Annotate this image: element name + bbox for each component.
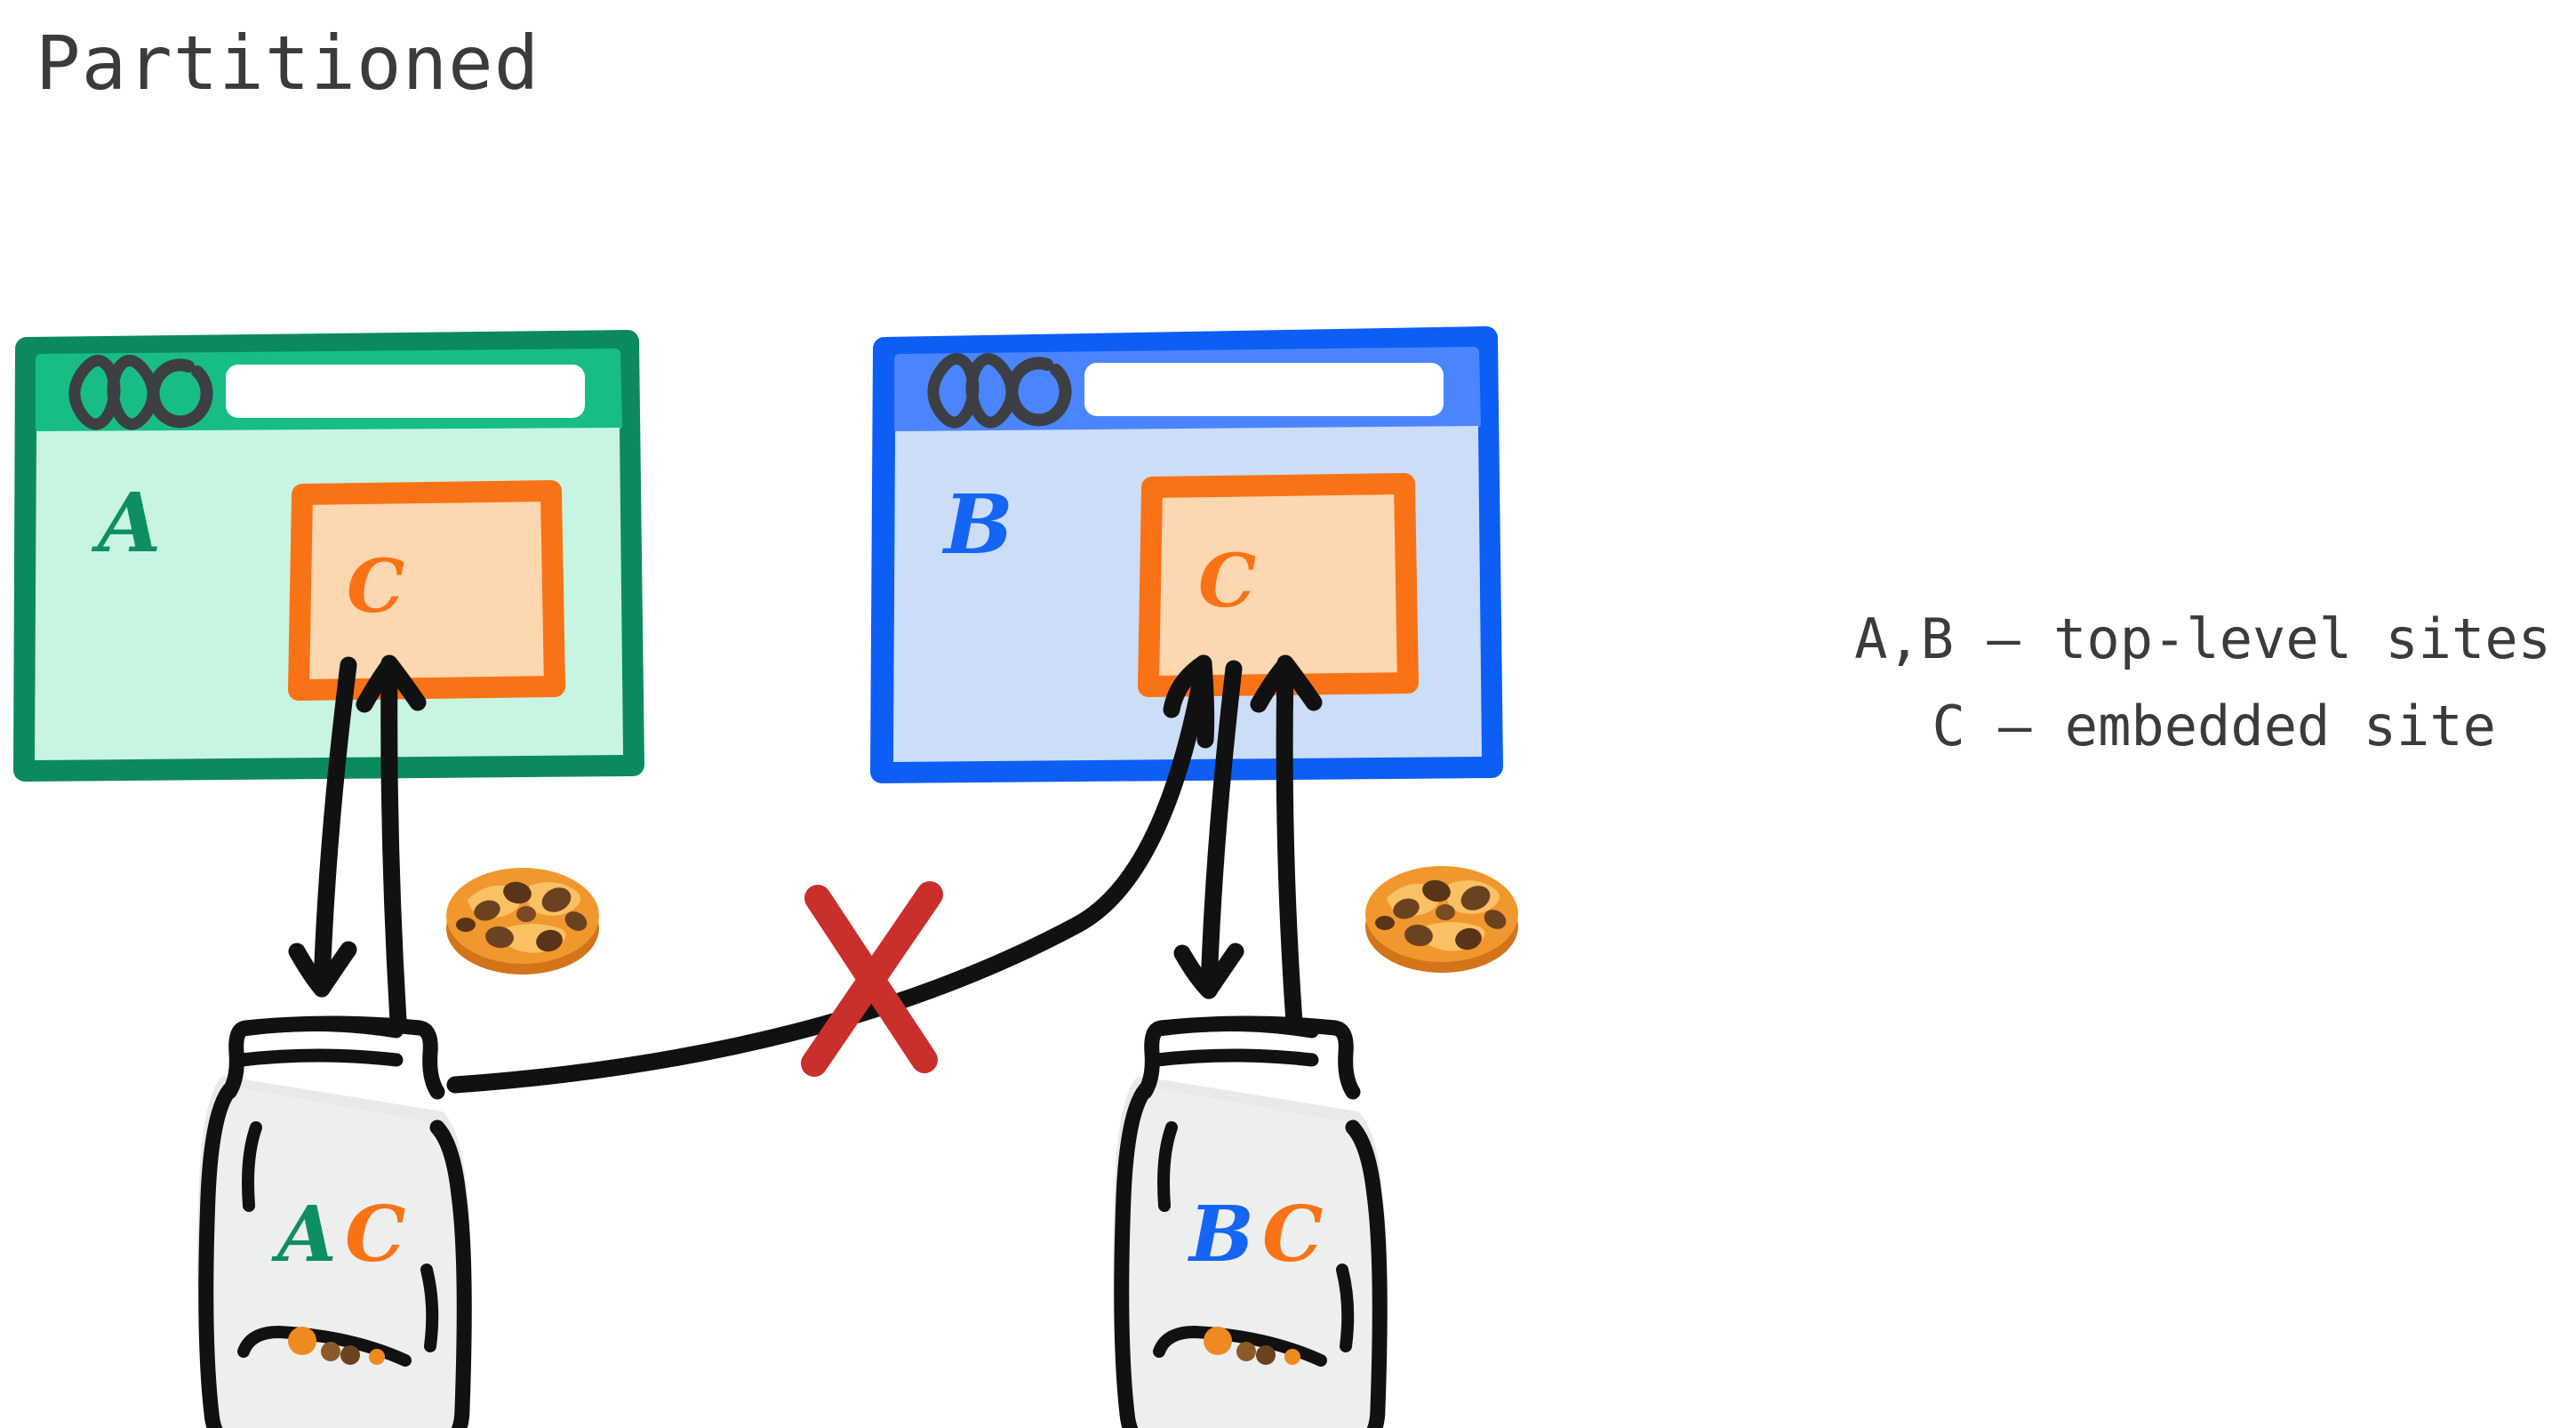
window-b-iframe-label: C: [1198, 539, 1256, 624]
window-a-url-bar[interactable]: [226, 365, 585, 418]
back-icon[interactable]: [927, 353, 980, 429]
jar-b-crumbs: [1204, 1327, 1300, 1365]
legend-line-top-level: A,B — top-level sites: [1854, 606, 2551, 671]
cookie-icon: [446, 868, 599, 975]
window-a-iframe-frame: [288, 480, 565, 701]
arrow-cross-site: [446, 654, 1215, 1094]
arrow-a-write: [288, 656, 357, 998]
back-icon[interactable]: [68, 355, 121, 430]
jar-a-crumbs: [288, 1327, 385, 1365]
browser-window-b[interactable]: B C: [870, 326, 1503, 783]
arrow-b-read: [1250, 654, 1323, 1031]
jar-a[interactable]: A C: [197, 1015, 472, 1428]
jar-b[interactable]: B C: [1113, 1015, 1388, 1428]
jar-b-label-site: B: [1187, 1190, 1254, 1280]
reload-icon[interactable]: [147, 358, 213, 429]
page-title: Partitioned: [36, 20, 540, 107]
jar-b-outline: [1114, 1082, 1388, 1428]
window-a-iframe-label: C: [347, 544, 404, 630]
window-b-site-label: B: [941, 477, 1013, 573]
jar-a-glass: [209, 1087, 468, 1428]
arrow-b-write: [1173, 660, 1244, 999]
jar-b-glass: [1124, 1087, 1384, 1428]
window-b-url-bar[interactable]: [1084, 363, 1444, 416]
window-b-iframe-frame: [1138, 473, 1419, 697]
reload-icon[interactable]: [1005, 357, 1072, 427]
jar-b-label-embedded: C: [1262, 1190, 1323, 1280]
jar-a-label-embedded: C: [345, 1190, 405, 1280]
legend-line-embedded: C — embedded site: [1932, 694, 2496, 758]
window-a-frame: [13, 330, 644, 782]
jar-b-highlight: [1157, 1121, 1178, 1212]
window-b-frame: [870, 326, 1503, 783]
window-a-site-label: A: [91, 475, 161, 571]
arrow-a-read: [356, 654, 427, 1030]
cookie-icon: [1365, 866, 1518, 973]
window-b-iframe[interactable]: C: [1138, 473, 1419, 697]
blocked-x: [801, 881, 943, 1077]
jar-a-label-site: A: [271, 1190, 337, 1280]
jar-a-highlight: [242, 1121, 262, 1212]
window-a-iframe[interactable]: C: [288, 480, 565, 701]
jar-a-outline: [198, 1082, 472, 1428]
browser-window-a[interactable]: A C: [13, 330, 644, 782]
